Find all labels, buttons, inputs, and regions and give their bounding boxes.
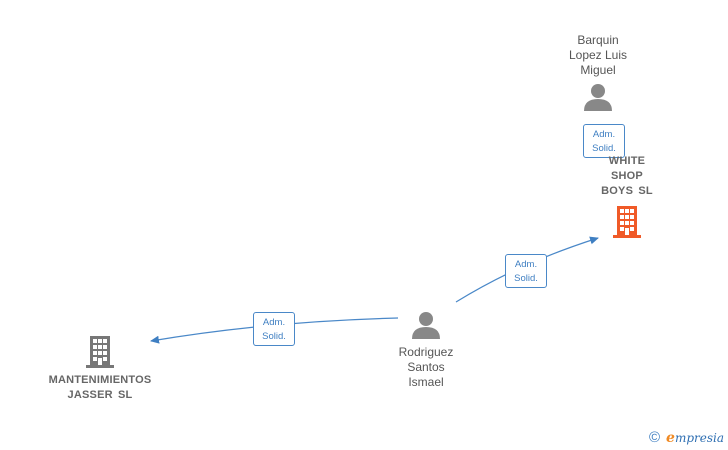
node-rodriguez[interactable]: Rodriguez Santos Ismael: [381, 310, 471, 390]
node-mantenimientos-jasser[interactable]: MANTENIMIENTOS JASSER SL: [40, 334, 160, 403]
person-icon: [381, 310, 471, 340]
company-name-label: WHITE SHOP BOYS SL: [601, 155, 653, 197]
edge-label-rodriguez-white-shop[interactable]: Adm.Solid.: [505, 254, 547, 288]
person-name-label: Barquin Lopez Luis Miguel: [568, 33, 628, 77]
empresia-logo[interactable]: empresia: [666, 429, 724, 446]
building-icon: [40, 334, 160, 370]
footer-brand: © empresia: [649, 429, 724, 446]
edge-label-rodriguez-mantenimientos[interactable]: Adm.Solid.: [253, 312, 295, 346]
person-icon: [548, 82, 648, 112]
building-icon: [587, 204, 667, 238]
edge-label-barquin-white-shop[interactable]: Adm.Solid.: [583, 124, 625, 158]
copyright-icon: ©: [648, 429, 661, 446]
node-white-shop-boys[interactable]: WHITE SHOP BOYS SL: [587, 154, 667, 238]
node-barquin[interactable]: Barquin Lopez Luis Miguel: [548, 33, 648, 112]
person-name-label: Rodriguez Santos Ismael: [398, 345, 454, 389]
company-name-label: MANTENIMIENTOS JASSER SL: [48, 374, 152, 401]
